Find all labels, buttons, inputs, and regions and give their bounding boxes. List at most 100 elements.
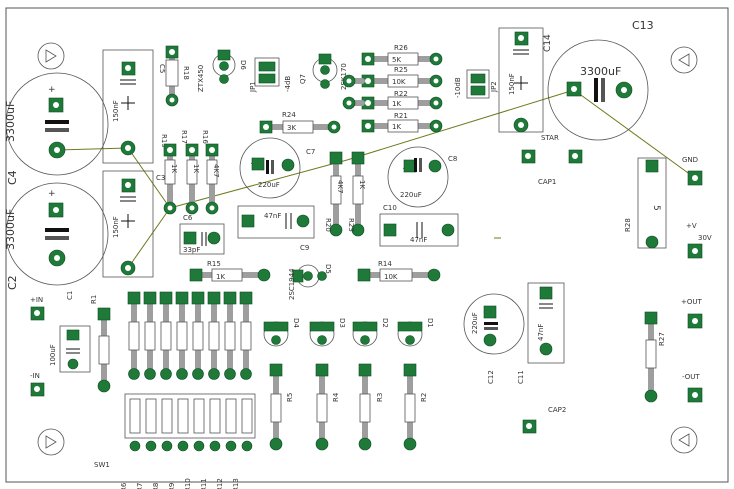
transistor-d5: 2SC1944 D5: [288, 264, 332, 300]
capacitor-150nf-lower: 150nF: [102, 170, 154, 278]
r23-label: R23: [347, 218, 355, 232]
r20-label: R20: [324, 218, 332, 232]
c9-value: 47nF: [264, 212, 281, 220]
r23-value: 1K: [358, 180, 366, 189]
r26-value: 5K: [392, 56, 401, 64]
plus-out-label: +OUT: [681, 298, 702, 306]
r15-value: 1K: [216, 273, 225, 281]
capacitor-c9: 47nF C9: [237, 205, 315, 252]
jumper-jp1: JP1 -4dB: [249, 57, 292, 93]
mounting-hole-bottom-left: [37, 428, 65, 456]
r24-label: R24: [282, 111, 296, 119]
c10-value: 47nF: [410, 236, 427, 244]
c14-value: 150nF: [508, 73, 516, 95]
jumper-jp2: -10dB JP2: [454, 69, 498, 99]
minus-in-label: -IN: [30, 372, 40, 380]
c7-value: 220uF: [258, 181, 280, 189]
jp2-label: JP2: [490, 81, 498, 93]
resistor-r24: R24 3K: [259, 111, 341, 134]
r28-label: R28: [624, 218, 632, 232]
r12-label: R12: [216, 478, 224, 489]
r27-label: R27: [658, 332, 666, 346]
c6-value: 33pF: [183, 246, 200, 254]
transistor-q7: Q7 2SK170: [299, 53, 348, 90]
connector-plus-in: +IN: [30, 296, 45, 321]
transistor-d2: D2: [352, 318, 389, 347]
r5-label: R5: [286, 393, 294, 402]
connector-plus-out: +OUT: [681, 298, 702, 329]
r15-label: R15: [207, 260, 221, 268]
connector-gnd: GND: [682, 156, 703, 186]
sw1-label: SW1: [94, 461, 110, 469]
cap2-label: CAP2: [548, 406, 566, 414]
c12-label: C12: [487, 370, 495, 384]
r16-label: R16: [201, 130, 209, 144]
r22-label: R22: [394, 90, 408, 98]
c-150nf-lower-value: 150nF: [112, 216, 120, 238]
mounting-hole-top-left: [37, 42, 65, 70]
input-resistor-bank: [127, 291, 253, 380]
star-label: STAR: [541, 134, 559, 142]
c8-value: 220uF: [400, 191, 422, 199]
r21-label: R21: [394, 112, 408, 120]
dip-switch-sw1: SW1 R6 R7 R8 R9 R10 R11 R12 R13: [94, 393, 256, 489]
resistor-r1: R1: [90, 295, 111, 393]
r14-value: 10K: [384, 273, 398, 281]
capacitor-c7: + 220uF C7: [239, 137, 315, 199]
resistor-stack-r21-r26: R26 R25 R22 R21 5K 10K 1K 1K: [342, 44, 443, 133]
capacitor-c14: 150nF C14 STAR: [498, 27, 559, 142]
resistor-r28: 5 R28: [624, 157, 667, 249]
c12-value: 220uF: [471, 312, 479, 334]
connector-minus-out: -OUT: [682, 373, 703, 403]
cap1-label: CAP1: [538, 178, 556, 186]
d6-label: D6: [239, 60, 247, 70]
c7-label: C7: [306, 148, 315, 156]
c3-label: C3: [156, 174, 165, 182]
c4-label: C4: [6, 170, 19, 185]
capacitor-c10: 47nF C10: [379, 204, 459, 247]
connector-minus-in: -IN: [30, 372, 45, 397]
r26-label: R26: [394, 44, 408, 52]
c4-value: 3300uF: [4, 101, 17, 142]
c5-label: C5: [158, 64, 166, 73]
r8-label: R8: [152, 483, 160, 489]
r13-label: R13: [232, 478, 240, 489]
c13-label: C13: [632, 19, 654, 32]
plus-in-label: +IN: [30, 296, 43, 304]
plus-v-label: +V: [686, 222, 697, 230]
r17-label: R17: [180, 130, 188, 144]
cap1-pads: CAP1: [521, 149, 583, 186]
capacitor-c13: 3300uF C13: [547, 19, 654, 141]
jp1-value: -4dB: [284, 76, 292, 92]
q7-label: Q7: [299, 74, 307, 84]
resistor-r27: R27: [644, 311, 666, 403]
gnd-label: GND: [682, 156, 698, 164]
c-150nf-upper-value: 150nF: [112, 100, 120, 122]
r19-label: R19: [160, 134, 168, 148]
r20-value: 4K7: [336, 180, 344, 194]
emitter-resistors-r2-r5: R5 R4 R3 R2: [269, 363, 428, 451]
jp1-label: JP1: [249, 81, 257, 93]
r16-value: 4K7: [212, 164, 220, 178]
r21-value: 1K: [392, 123, 401, 131]
capacitor-c6: 33pF C6: [179, 214, 225, 255]
transistor-d1: D1: [397, 318, 434, 347]
d2-label: D2: [381, 318, 389, 328]
r4-label: R4: [332, 392, 340, 402]
capacitor-c8: + 220uF C8: [387, 146, 457, 208]
c6-label: C6: [183, 214, 193, 222]
resistor-r15: R15 1K: [189, 260, 271, 282]
resistor-r14: R14 10K: [357, 260, 441, 282]
d3-label: D3: [338, 318, 346, 328]
r6-label: R6: [120, 482, 128, 489]
cap2-pads: CAP2: [522, 406, 566, 434]
r10-label: R10: [184, 478, 192, 489]
r2-label: R2: [420, 393, 428, 402]
q7-part: 2SK170: [340, 63, 348, 90]
minus-out-label: -OUT: [682, 373, 700, 381]
r11-label: R11: [200, 478, 208, 489]
c2-value: 3300uF: [4, 209, 17, 250]
c1-value: 100uF: [49, 344, 57, 366]
c14-label: C14: [543, 34, 553, 52]
